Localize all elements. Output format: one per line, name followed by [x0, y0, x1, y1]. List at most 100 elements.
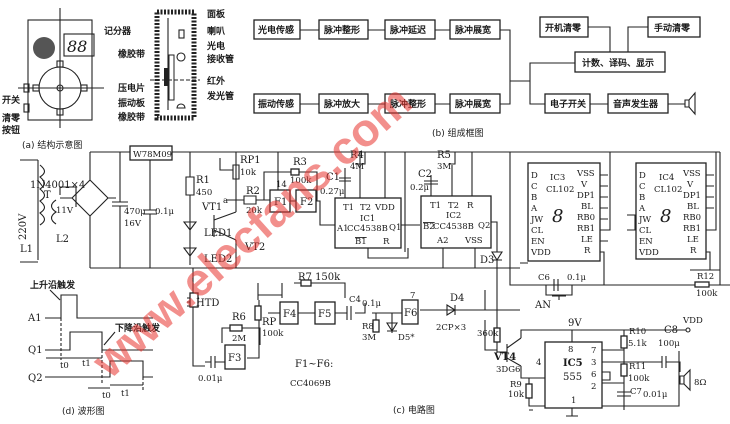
ic4-pins: D C B A JW CL EN VDD VSS V DP1 BL RB0 RB…: [638, 169, 701, 258]
label-c4: C4: [349, 295, 361, 305]
label-f5: F5: [318, 309, 331, 320]
block-power-on-clear: 开机清零: [545, 22, 582, 34]
piezo-element: [164, 68, 169, 86]
label-r1: R1: [196, 175, 210, 186]
ic4-pin-rb0: RB0: [683, 213, 701, 223]
ic5-555: [544, 341, 603, 409]
resistor-r7: [300, 279, 312, 287]
ic1-pin-r: R: [383, 237, 390, 247]
label-switch: 开关: [2, 94, 20, 106]
ic1-pin-a1: A1: [336, 224, 349, 234]
side-housing: [154, 9, 197, 121]
ic3-pin-jw: JW: [530, 215, 543, 225]
label-470u: 470μ: [124, 207, 146, 217]
ic1-pin-t1: T1: [343, 203, 354, 213]
caption-b: (b) 组成框图: [432, 127, 484, 139]
label-r4: R4: [350, 150, 364, 161]
ic1-part: CC4538B: [347, 224, 388, 234]
label-r3: R3: [293, 157, 307, 168]
block-vibration-sensor: 振动传感: [258, 98, 294, 110]
label-gates-part: CC4069B: [290, 379, 331, 389]
label-r4-value: 4M: [350, 162, 364, 172]
potentiometer-rp[interactable]: [254, 305, 262, 321]
label-f2: F2: [300, 197, 313, 208]
ic4-pin-rb1: RB1: [683, 224, 701, 234]
caption-a: (a) 结构示意图: [22, 139, 82, 151]
ic2-pin-vss: VSS: [464, 236, 483, 246]
seven-seg-digits-icon: 88: [67, 37, 87, 56]
ic1-name: IC1: [360, 214, 375, 224]
caption-c: (c) 电路图: [393, 404, 435, 416]
ic3-pin-b: B: [531, 193, 537, 203]
bridge-rectifier: [60, 152, 116, 268]
resistor-r11: [620, 363, 628, 377]
label-c4-value: 0.1μ: [362, 299, 382, 309]
resistor-r6: [229, 324, 243, 332]
label-t0-q2: t0: [102, 391, 111, 401]
ic3-cl102: [527, 162, 601, 262]
ic3-pin-d: D: [531, 171, 538, 181]
label-vt1: VT1: [201, 202, 222, 213]
label-rubber-bottom: 橡胶带: [118, 111, 145, 123]
label-led1: LED1: [204, 228, 232, 239]
waveform-q1: [45, 331, 153, 351]
label-r11-value: 100k: [628, 374, 650, 384]
label-piezo: 压电片: [118, 82, 145, 94]
ic2-cc4538b: [420, 195, 492, 249]
label-d4: D4: [450, 293, 464, 304]
ic3-pins: D C B A JW CL EN VDD VSS V DP1 BL RB0 RB…: [530, 169, 595, 258]
block-pulse-shaping-2: 脉冲整形: [389, 98, 426, 110]
label-r9-value: 10k: [508, 390, 525, 400]
ic4-part: CL102: [654, 185, 682, 195]
label-ir: 红外: [207, 75, 225, 87]
label-vt2: VT2: [244, 242, 265, 253]
label-an: AN: [534, 300, 551, 311]
label-falling-edge: 下降沿触发: [115, 322, 161, 334]
block-count-decode-display: 计数、译码、显示: [582, 57, 654, 69]
label-rubber-top: 橡胶带: [118, 48, 145, 60]
label-r8-value: 3M: [362, 333, 376, 343]
capacitor-c6: [545, 279, 573, 296]
label-t0: t0: [60, 361, 69, 371]
label-f3: F3: [228, 353, 241, 364]
label-rp1-value: 10k: [240, 168, 257, 178]
label-r8: R8: [362, 322, 374, 332]
button-an[interactable]: [552, 295, 566, 300]
block-pulse-stretch: 脉冲展宽: [454, 24, 491, 36]
ic3-pin-c: C: [531, 182, 538, 192]
ic4-pin-le: LE: [687, 235, 699, 245]
label-vt4-value: 3DG6: [496, 365, 520, 375]
label-gates: F1~F6:: [295, 359, 333, 370]
label-clear: 清零: [2, 112, 21, 124]
label-c2-value: 0.2μ: [410, 183, 430, 193]
circuit-diagram: W78M09 1N4001×4 T 220V L1 11V L2 470μ 16…: [18, 145, 730, 417]
clear-button: [23, 103, 30, 113]
label-r6-value: 2M: [232, 334, 246, 344]
ic2-pin-t1: T1: [430, 201, 441, 211]
resistor-r3: [290, 168, 300, 176]
label-f1: F1: [274, 197, 287, 208]
ic4-digit-icon: 8: [660, 206, 671, 227]
ic4-name: IC4: [659, 173, 674, 183]
label-r5: R5: [437, 150, 451, 161]
speaker-8ohm-icon: [679, 368, 691, 392]
label-bridge: 1N4001×4: [30, 180, 85, 191]
label-9v: 9V: [568, 318, 582, 329]
label-f6: F6: [404, 308, 417, 319]
led-icons: [182, 221, 198, 257]
label-regulator: W78M09: [133, 150, 172, 160]
waveform-diagram: 上升沿触发 下降沿触发 A1 Q1 Q2 t0 t1 t0 t1 (d) 波形图: [27, 279, 161, 417]
label-panel: 面板: [207, 8, 226, 20]
label-r12: R12: [697, 272, 714, 282]
label-r1-value: 450: [196, 188, 212, 198]
ground-icon: [566, 408, 578, 417]
resistor-r8: [372, 319, 380, 333]
ic2-name: IC2: [446, 211, 461, 221]
phototransistor-pair: [213, 152, 240, 268]
ic2-pin-a2: A2: [436, 236, 449, 246]
ic2-pin-r: R: [467, 201, 474, 211]
ic3-pin-v: V: [580, 180, 588, 190]
label-c6-value: 0.1μ: [567, 273, 587, 283]
score-display: [63, 33, 95, 57]
